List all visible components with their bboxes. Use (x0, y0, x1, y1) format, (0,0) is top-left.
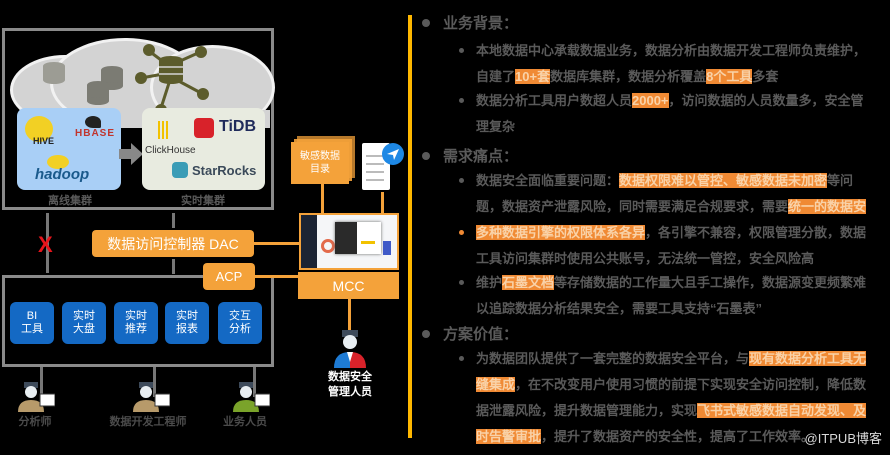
app-tile-interactive-analysis: 交互 分析 (218, 302, 262, 344)
section-divider (408, 15, 412, 438)
analyst-user-icon (18, 382, 55, 412)
user-connector (40, 367, 43, 397)
item-text-segment: 等存储数据的工作量大且手工操作，数据源变更频繁难以追踪数据分析结果安全，需要工具… (476, 275, 867, 316)
item-text-segment: ，访问数据的人员数量多，安全管理复杂 (476, 93, 864, 134)
item-text-segment: 维护 (476, 275, 503, 290)
business-user-icon (233, 382, 270, 412)
app-tile-realtime-recommend: 实时 推荐 (114, 302, 158, 344)
blocked-connector (46, 213, 49, 273)
item-text-segment: 数据安全面临重要问题： (476, 173, 620, 188)
item-text-segment: 数据分析工具用户数超人员 (476, 93, 633, 108)
watermark: @ITPUB博客 (804, 431, 882, 446)
section-item-text: 本地数据中心承载数据业务，数据分析由数据开发工程师负责维护，自建了10+套数据库… (476, 38, 876, 90)
apps-frame (2, 275, 274, 367)
highlight-text: 8个工具 (706, 69, 753, 84)
hive-logo-text: HIVE (33, 136, 55, 146)
starrocks-logo-text: StarRocks (192, 163, 257, 178)
item-text-segment: 等问题，数据资产泄露风险，同时需要满足合规要求，需要 (476, 173, 854, 214)
network-database-icon (135, 44, 209, 113)
database-icon (43, 62, 123, 105)
section-title: 业务背景： (443, 15, 519, 32)
app-tile-realtime-dashboard: 实时 大盘 (62, 302, 106, 344)
item-bullet-icon (459, 356, 464, 361)
security-admin-label: 数据安全 管理人员 (328, 371, 372, 398)
tidb-logo-text: TiDB (219, 118, 257, 135)
feishu-icon (382, 143, 404, 165)
security-admin-user-icon (334, 330, 366, 368)
clickhouse-logo-text: ClickHouse (145, 145, 196, 156)
highlight-text: 2000+ (632, 93, 669, 108)
hadoop-elephant-icon (47, 155, 69, 169)
sensitive-data-catalog: 敏感数据 目录 (291, 142, 349, 184)
section-title: 需求痛点： (443, 148, 519, 165)
item-bullet-icon (459, 280, 464, 285)
item-bullet-icon (459, 230, 464, 235)
section-item-text: 维护石墨文档等存储数据的工作量大且手工操作，数据源变更频繁难以追踪数据分析结果安… (476, 270, 876, 322)
section-bullet-icon (422, 152, 430, 160)
highlight-text: 10+套 (515, 69, 551, 84)
dac-box: 数据访问控制器 DAC (92, 230, 254, 257)
dac-connector (172, 259, 175, 274)
mobile-connector (381, 192, 384, 214)
realtime-cluster-label: 实时集群 (181, 195, 225, 207)
section-item-text: 数据安全面临重要问题：数据权限难以管控、敏感数据未加密等问题，数据资产泄露风险，… (476, 168, 876, 246)
cluster-frame (2, 28, 274, 210)
highlight-text: 石墨文档 (502, 275, 555, 290)
data-engineer-user-icon (133, 382, 170, 412)
clickhouse-logo-icon (158, 121, 170, 139)
analyst-label: 分析师 (18, 416, 52, 428)
app-tile-realtime-report: 实时 报表 (165, 302, 209, 344)
hive-logo-icon (25, 116, 53, 142)
section-title: 方案价值： (443, 326, 519, 343)
dac-mcc-connector (254, 242, 300, 245)
sync-arrow-icon (119, 143, 143, 165)
section-item-text: 多种数据引擎的权限体系各异，各引擎不兼容，权限管理分散，数据工具访问集群时使用公… (476, 220, 876, 272)
mcc-box: MCC (298, 272, 399, 299)
admin-connector (348, 299, 351, 331)
realtime-cluster-box: ClickHouse TiDB StarRocks (142, 108, 265, 190)
mcc-console-screenshot (299, 213, 399, 270)
item-text-segment: 数据库集群，数据分析覆盖 (550, 69, 707, 84)
item-text-segment: ，提升了数据资产的安全性，提高了工作效率。 (541, 429, 815, 444)
hbase-logo-text: HBASE (75, 128, 116, 139)
item-bullet-icon (459, 98, 464, 103)
tidb-logo-icon (194, 118, 214, 138)
catalog-connector (321, 184, 324, 214)
item-bullet-icon (459, 48, 464, 53)
section-item-text: 数据分析工具用户数超人员2000+，访问数据的人员数量多，安全管理复杂 (476, 88, 876, 140)
dac-connector (172, 213, 175, 228)
item-text-segment: ，在不改变用户使用习惯的前提下实现安全访问控制，降低数据泄露风险，提升数据管理能… (476, 377, 867, 418)
section-item-text: 为数据团队提供了一套完整的数据安全平台，与现有数据分析工具无缝集成，在不改变用户… (476, 346, 876, 450)
item-text-segment: ，各引擎不兼容，权限管理分散，数据工具访问集群时使用公共账号，无法统一管控，安全… (476, 225, 867, 266)
acp-mcc-connector (255, 275, 299, 278)
starrocks-logo-icon (172, 162, 188, 178)
acp-box: ACP (203, 263, 255, 290)
offline-cluster-label: 离线集群 (48, 195, 92, 207)
item-text-segment: 本地数据中心承载数据业务，数据分析由数据开发工程师负责维护，自建了 (476, 43, 867, 84)
item-text-segment: “石墨表” (710, 301, 763, 316)
item-text-segment: 多套 (752, 69, 779, 84)
business-user-label: 业务人员 (223, 416, 267, 428)
item-text-segment: 为数据团队提供了一套完整的数据安全平台，与 (476, 351, 750, 366)
hbase-orca-icon (85, 116, 101, 128)
offline-cluster-box: HIVE HBASE hadoop (17, 108, 121, 190)
item-bullet-icon (459, 178, 464, 183)
user-connector (153, 367, 156, 397)
blocked-x-icon: X (38, 232, 53, 257)
app-tile-bi-tools: BI 工具 (10, 302, 54, 344)
hadoop-logo-text: hadoop (35, 166, 90, 183)
user-connector (253, 367, 256, 397)
highlight-text: 数据权限难以管控、敏感数据未加密 (619, 173, 828, 188)
section-bullet-icon (422, 330, 430, 338)
highlight-text: 多种数据引擎的权限体系各异 (476, 225, 646, 240)
section-bullet-icon (422, 19, 430, 27)
data-engineer-label: 数据开发工程师 (109, 416, 187, 428)
